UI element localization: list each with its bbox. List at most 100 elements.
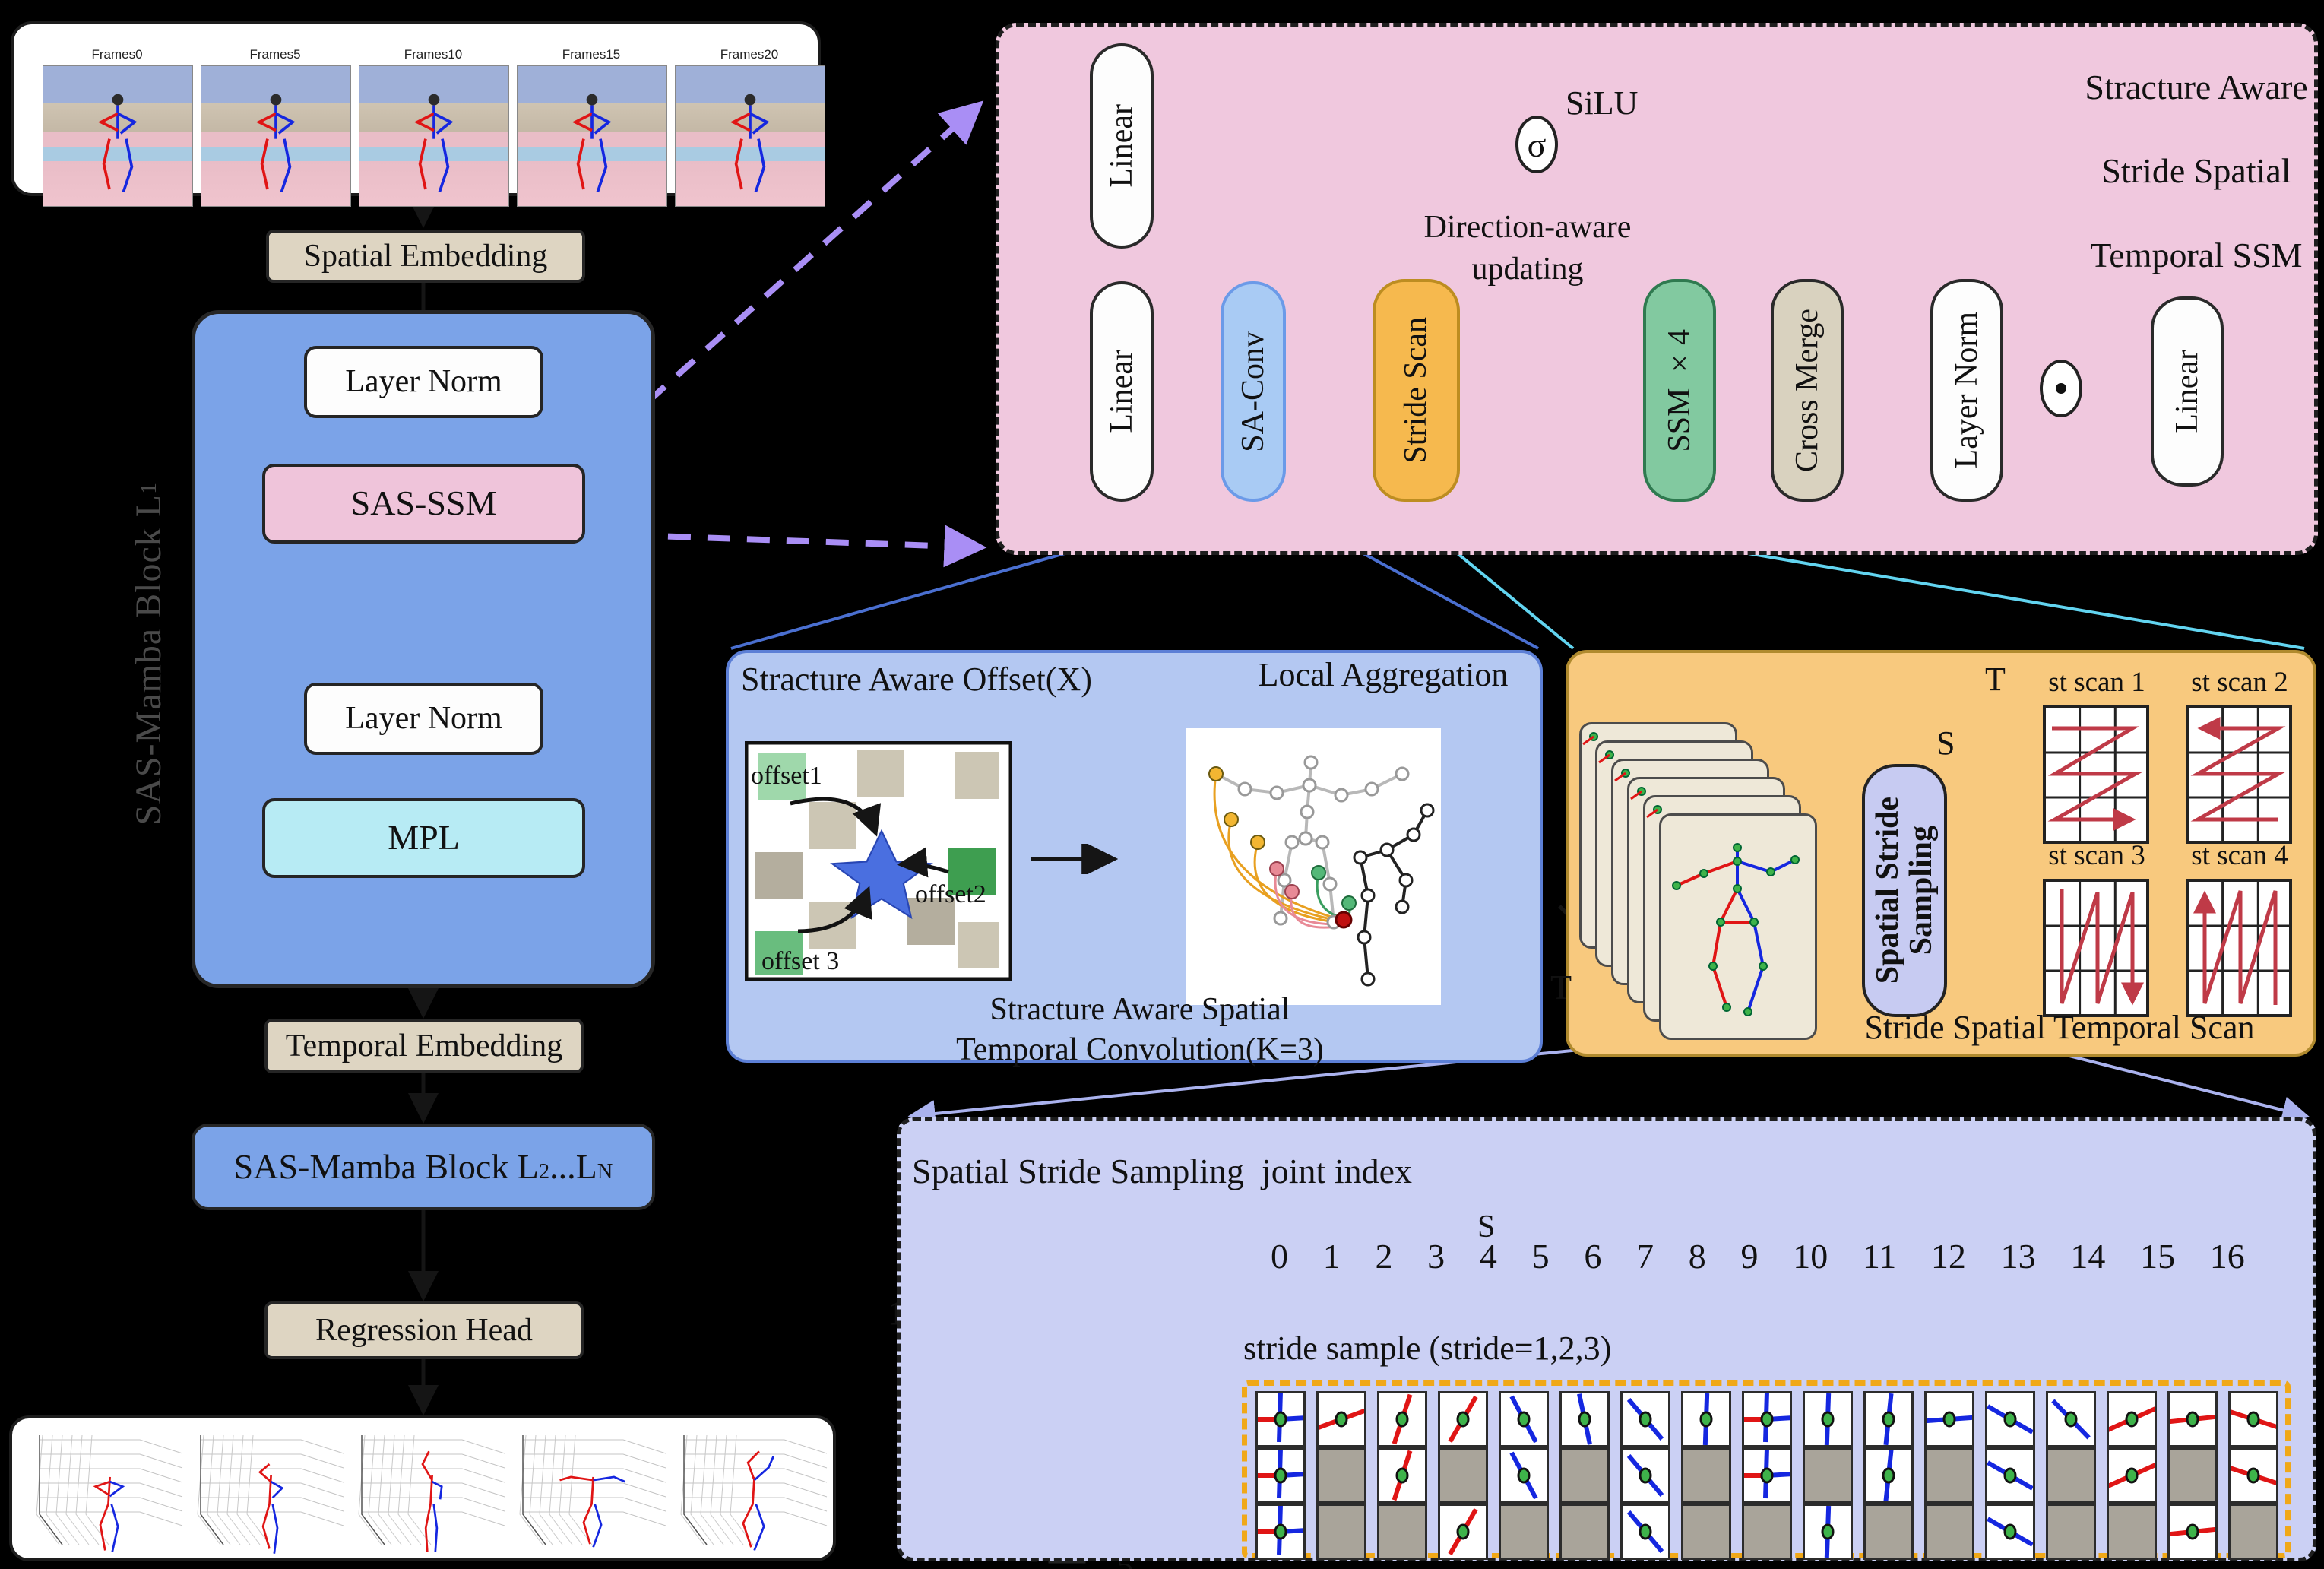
video-frame <box>359 65 509 207</box>
video-frame <box>201 65 351 207</box>
spatial-stride-sampling-block: Spatial Stride Sampling <box>1862 764 1947 1017</box>
stride-cell-active <box>2046 1391 2096 1447</box>
stride-cell-active <box>1377 1391 1427 1447</box>
ssm-x4-block: SSM ×4 <box>1643 279 1716 502</box>
joint-index-number: 0 <box>1271 1237 1288 1276</box>
stride-cell-active <box>1559 1391 1610 1447</box>
offset1-label: offset1 <box>751 762 822 790</box>
stride-cell-active <box>1863 1447 1914 1504</box>
frame-label: Frames20 <box>720 47 779 62</box>
stride-cell-skipped <box>1316 1447 1366 1504</box>
stride-scan-block: Stride Scan <box>1373 279 1460 502</box>
joint-index-number: 6 <box>1584 1237 1602 1276</box>
joint-index-number: 12 <box>1930 1237 1966 1276</box>
frame-label: Frames5 <box>249 47 301 62</box>
frame-label: Frames15 <box>562 47 621 62</box>
video-frame <box>517 65 667 207</box>
joint-index-number: 8 <box>1688 1237 1706 1276</box>
stride-cell-active <box>1620 1447 1670 1504</box>
layer-norm-1-block: Layer Norm <box>304 346 543 418</box>
stride-cell-skipped <box>2107 1504 2157 1560</box>
block1-side-label: SAS-Mamba Block L1 <box>128 482 169 826</box>
stride-cell-active <box>1803 1391 1853 1447</box>
joint-index-number: 5 <box>1531 1237 1550 1276</box>
stride-cell-skipped <box>1681 1504 1731 1560</box>
joint-index-number: 13 <box>2000 1237 2036 1276</box>
layer-norm-ssm-block: Layer Norm <box>1930 279 2003 502</box>
st-scan-1-label: st scan 1 <box>2048 667 2145 698</box>
silu-label: SiLU <box>1566 84 1639 122</box>
joint-index-number: 2 <box>1375 1237 1393 1276</box>
joint-index-number: 1 <box>1322 1237 1341 1276</box>
stride-cell-active <box>1438 1391 1488 1447</box>
mpl-block: MPL <box>262 798 585 878</box>
scan-box-caption: Stride Spatial Temporal Scan <box>1864 1009 2255 1046</box>
stride-cell-skipped <box>1681 1447 1731 1504</box>
stride-cell-active <box>1620 1504 1670 1560</box>
st-scan-2-grid <box>2186 705 2292 844</box>
conv-box-title-right: Local Aggregation <box>1258 656 1509 693</box>
stride-cell-skipped <box>2167 1447 2218 1504</box>
silu-sigma-node: σ <box>1515 116 1558 173</box>
temporal-embedding-block: Temporal Embedding <box>264 1019 584 1073</box>
video-frame <box>43 65 193 207</box>
joint-index-number: 7 <box>1636 1237 1654 1276</box>
st-scan-1-grid <box>2043 705 2149 844</box>
linear-in-block: Linear <box>1090 281 1154 502</box>
stride-cell-skipped <box>1863 1504 1914 1560</box>
stride-cell-skipped <box>2046 1504 2096 1560</box>
offset-grid-illustration <box>745 741 1012 981</box>
stride-cell-active <box>1253 1391 1307 1447</box>
conv-box-title-left: Stracture Aware Offset(X) <box>741 661 1092 698</box>
stacked-frame <box>1659 813 1817 1040</box>
joint-index-number: 9 <box>1740 1237 1759 1276</box>
stride-cell-skipped <box>1559 1504 1610 1560</box>
stride-cell-active <box>1253 1504 1307 1560</box>
joint-index-s-label: S <box>1477 1209 1496 1244</box>
stride-cell-active <box>1740 1391 1794 1447</box>
layer-norm-2-block: Layer Norm <box>304 683 543 755</box>
stride-cell-active <box>2227 1391 2279 1447</box>
joint-index-number: 10 <box>1793 1237 1828 1276</box>
stride-cell-active <box>1985 1447 2035 1504</box>
stride-cell-active <box>2166 1504 2219 1560</box>
output-poses-panel <box>9 1415 836 1561</box>
spatial-embedding-label: Spatial Embedding <box>303 238 548 274</box>
linear-top-block: Linear <box>1090 43 1154 249</box>
sas-mamba-block-l2-ln: SAS-Mamba Block L2...LN <box>192 1124 655 1210</box>
stride-cell-active <box>1985 1504 2035 1560</box>
stride-cell-active <box>2227 1447 2279 1504</box>
stack-time-label: T <box>1550 968 1572 1006</box>
stride-cell-skipped <box>2228 1504 2278 1560</box>
joint-index-number: 14 <box>2070 1237 2106 1276</box>
stride-cell-skipped <box>1438 1447 1488 1504</box>
local-aggregation-illustration <box>1186 728 1441 1005</box>
sa-conv-block: SA-Conv <box>1221 281 1286 502</box>
stride-cell-active <box>1863 1391 1914 1447</box>
st-scan-3-grid <box>2043 879 2149 1017</box>
spatial-embedding-block: Spatial Embedding <box>266 230 585 283</box>
stride-cell-active <box>2107 1391 2157 1447</box>
stride-cell-active <box>1985 1391 2035 1447</box>
joint-index-number: 15 <box>2140 1237 2176 1276</box>
cross-merge-block: Cross Merge <box>1771 279 1844 502</box>
elementwise-product-node <box>2040 360 2082 417</box>
joint-index-number: 16 <box>2209 1237 2245 1276</box>
frame-label: Frames0 <box>91 47 143 62</box>
stride-cell-skipped <box>1803 1447 1853 1504</box>
axis-s-label: S <box>1936 724 1955 762</box>
direction-aware-label: Direction-aware updating <box>1423 210 1632 287</box>
stride-cell-active <box>1620 1391 1670 1447</box>
stride-cell-active <box>1923 1391 1976 1447</box>
stride-cell-skipped <box>2046 1447 2096 1504</box>
stride-sample-label: stride sample (stride=1,2,3) <box>1243 1330 1612 1367</box>
ssm-box-title: Stracture Aware Stride Spatial Temporal … <box>2085 68 2308 274</box>
frame-label: Frames10 <box>404 47 463 62</box>
joint-index-number: 4 <box>1479 1237 1497 1276</box>
sas-ssm-block: SAS-SSM <box>262 464 585 544</box>
stride-cell-skipped <box>1924 1447 1974 1504</box>
video-frame <box>675 65 825 207</box>
st-scan-4-grid <box>2186 879 2292 1017</box>
